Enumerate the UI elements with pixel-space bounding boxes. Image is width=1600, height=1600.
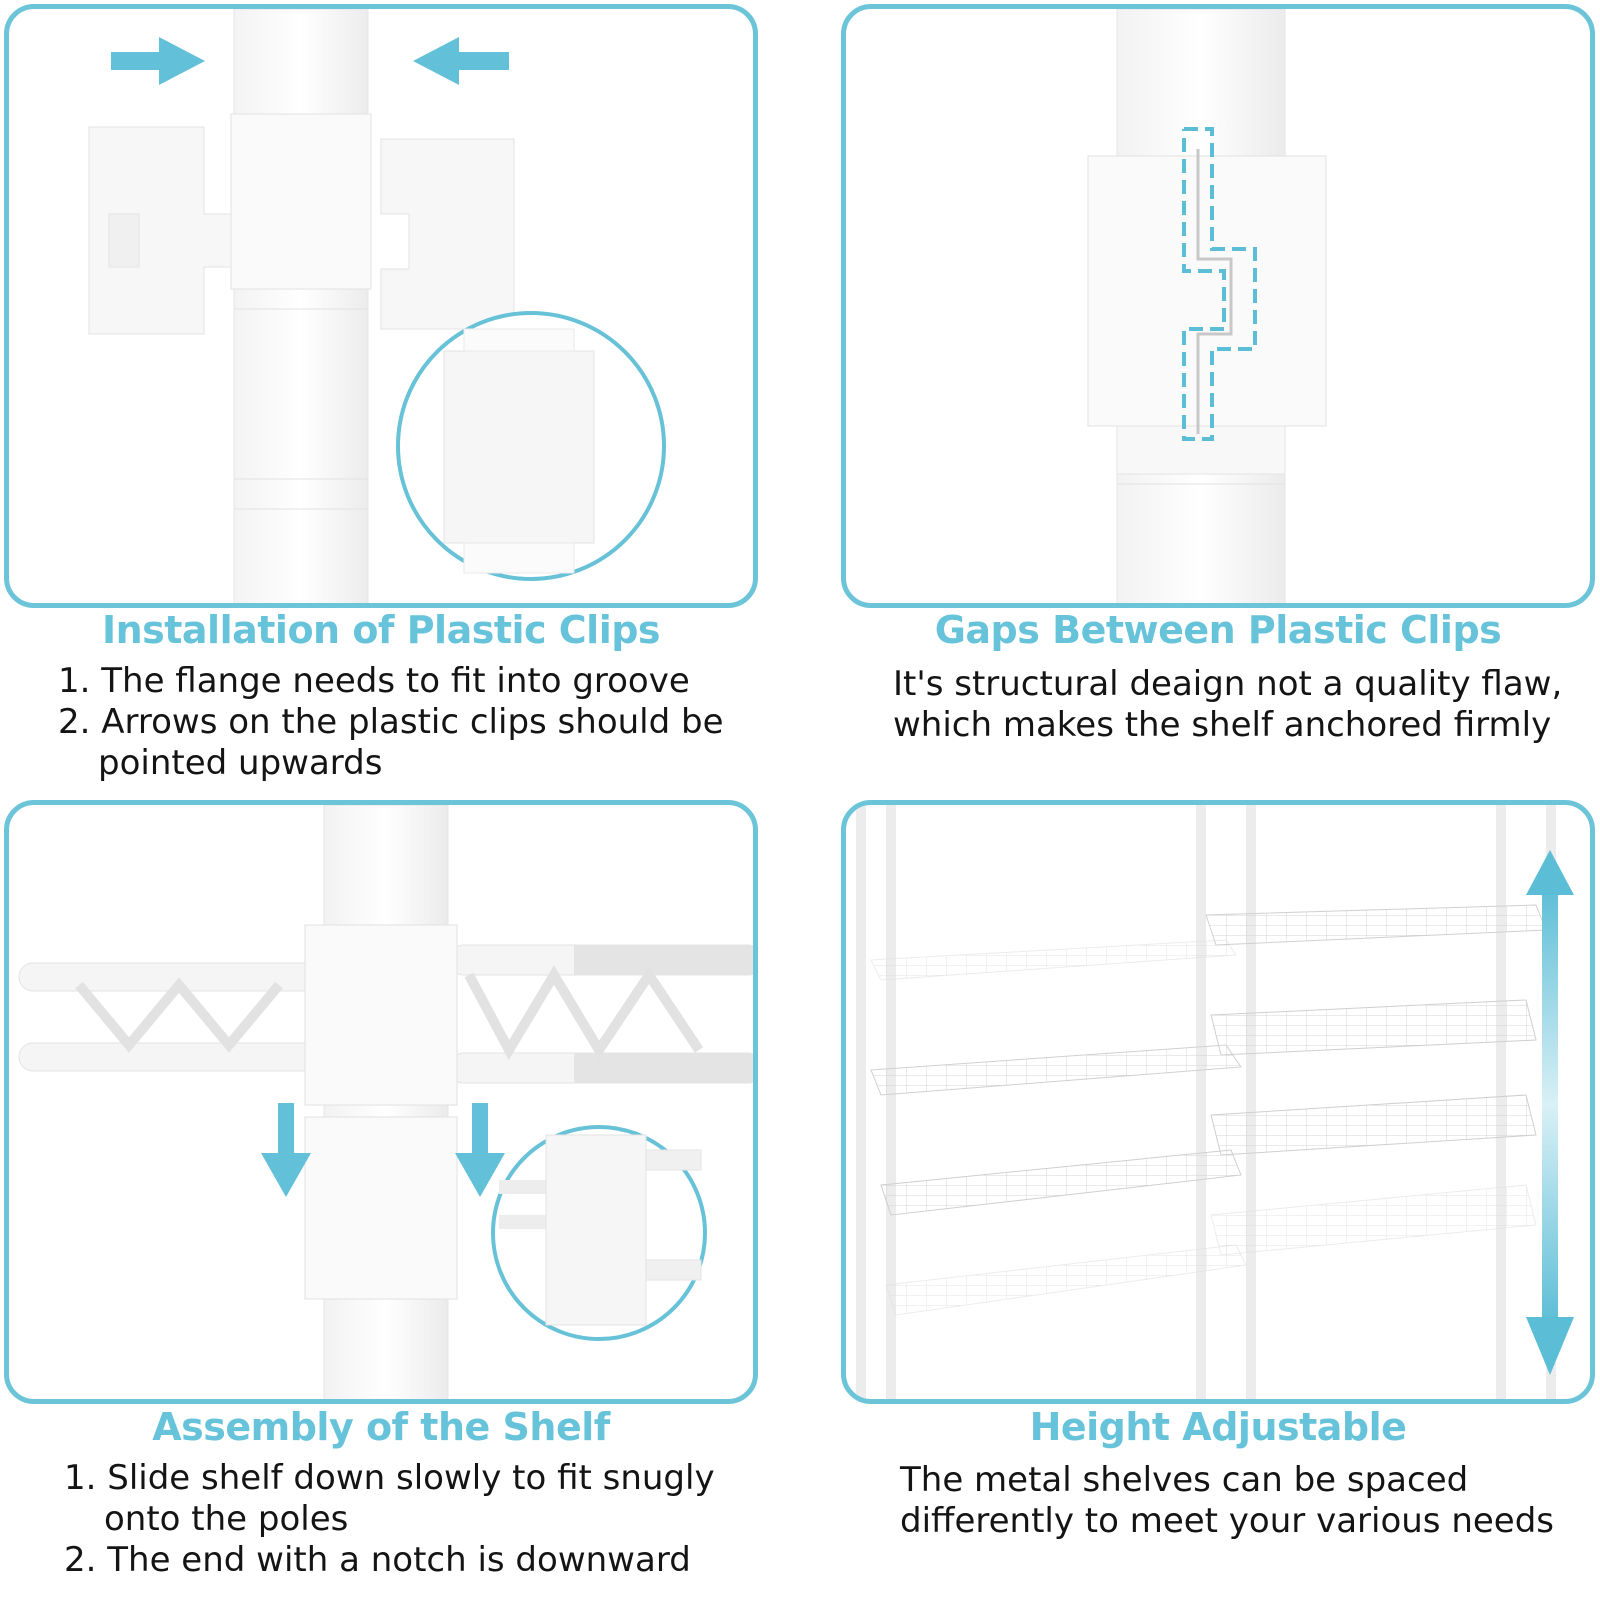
description-line: pointed upwards bbox=[98, 743, 383, 783]
arrow-right-icon bbox=[111, 37, 205, 85]
panel-title: Assembly of the Shelf bbox=[152, 1405, 610, 1449]
arrow-down-icon bbox=[261, 1103, 311, 1197]
panel-title: Gaps Between Plastic Clips bbox=[934, 608, 1502, 652]
shelf-assembly-illustration bbox=[18, 805, 753, 1399]
description-line: which makes the shelf anchored firmly bbox=[893, 705, 1552, 745]
description-line: 2. The end with a notch is downward bbox=[64, 1540, 691, 1580]
clip-gap-illustration bbox=[1087, 9, 1327, 603]
gap-highlight-outline bbox=[1182, 127, 1257, 441]
panel-height-image bbox=[841, 800, 1595, 1404]
zoom-detail-circle bbox=[396, 311, 666, 581]
vertical-double-arrow-icon bbox=[1526, 850, 1574, 1375]
height-adjustable-shelf-illustration bbox=[856, 805, 1574, 1399]
panel-installation-image bbox=[4, 4, 758, 608]
panel-assembly-image bbox=[4, 800, 758, 1404]
description-line: 2. Arrows on the plastic clips should be bbox=[58, 702, 724, 742]
description-line: 1. Slide shelf down slowly to fit snugly bbox=[64, 1458, 715, 1498]
panel-title: Installation of Plastic Clips bbox=[101, 608, 661, 652]
description-line: differently to meet your various needs bbox=[900, 1501, 1555, 1541]
panel-gaps-image bbox=[841, 4, 1595, 608]
panel-description: 1. The flange needs to fit into groove 2… bbox=[58, 661, 724, 784]
arrow-left-icon bbox=[413, 37, 509, 85]
panel-title: Height Adjustable bbox=[1029, 1405, 1407, 1449]
panel-description: The metal shelves can be spaced differen… bbox=[900, 1460, 1554, 1542]
description-line: 1. The flange needs to fit into groove bbox=[58, 661, 690, 701]
arrow-down-icon bbox=[455, 1103, 505, 1197]
panel-description: 1. Slide shelf down slowly to fit snugly… bbox=[64, 1458, 715, 1581]
panel-description: It's structural deaign not a quality fla… bbox=[893, 664, 1562, 746]
zoom-detail-circle bbox=[491, 1125, 707, 1341]
plastic-clip-installation-illustration bbox=[88, 9, 666, 603]
description-line: onto the poles bbox=[104, 1499, 349, 1539]
description-line: The metal shelves can be spaced bbox=[900, 1460, 1469, 1500]
description-line: It's structural deaign not a quality fla… bbox=[893, 664, 1563, 704]
